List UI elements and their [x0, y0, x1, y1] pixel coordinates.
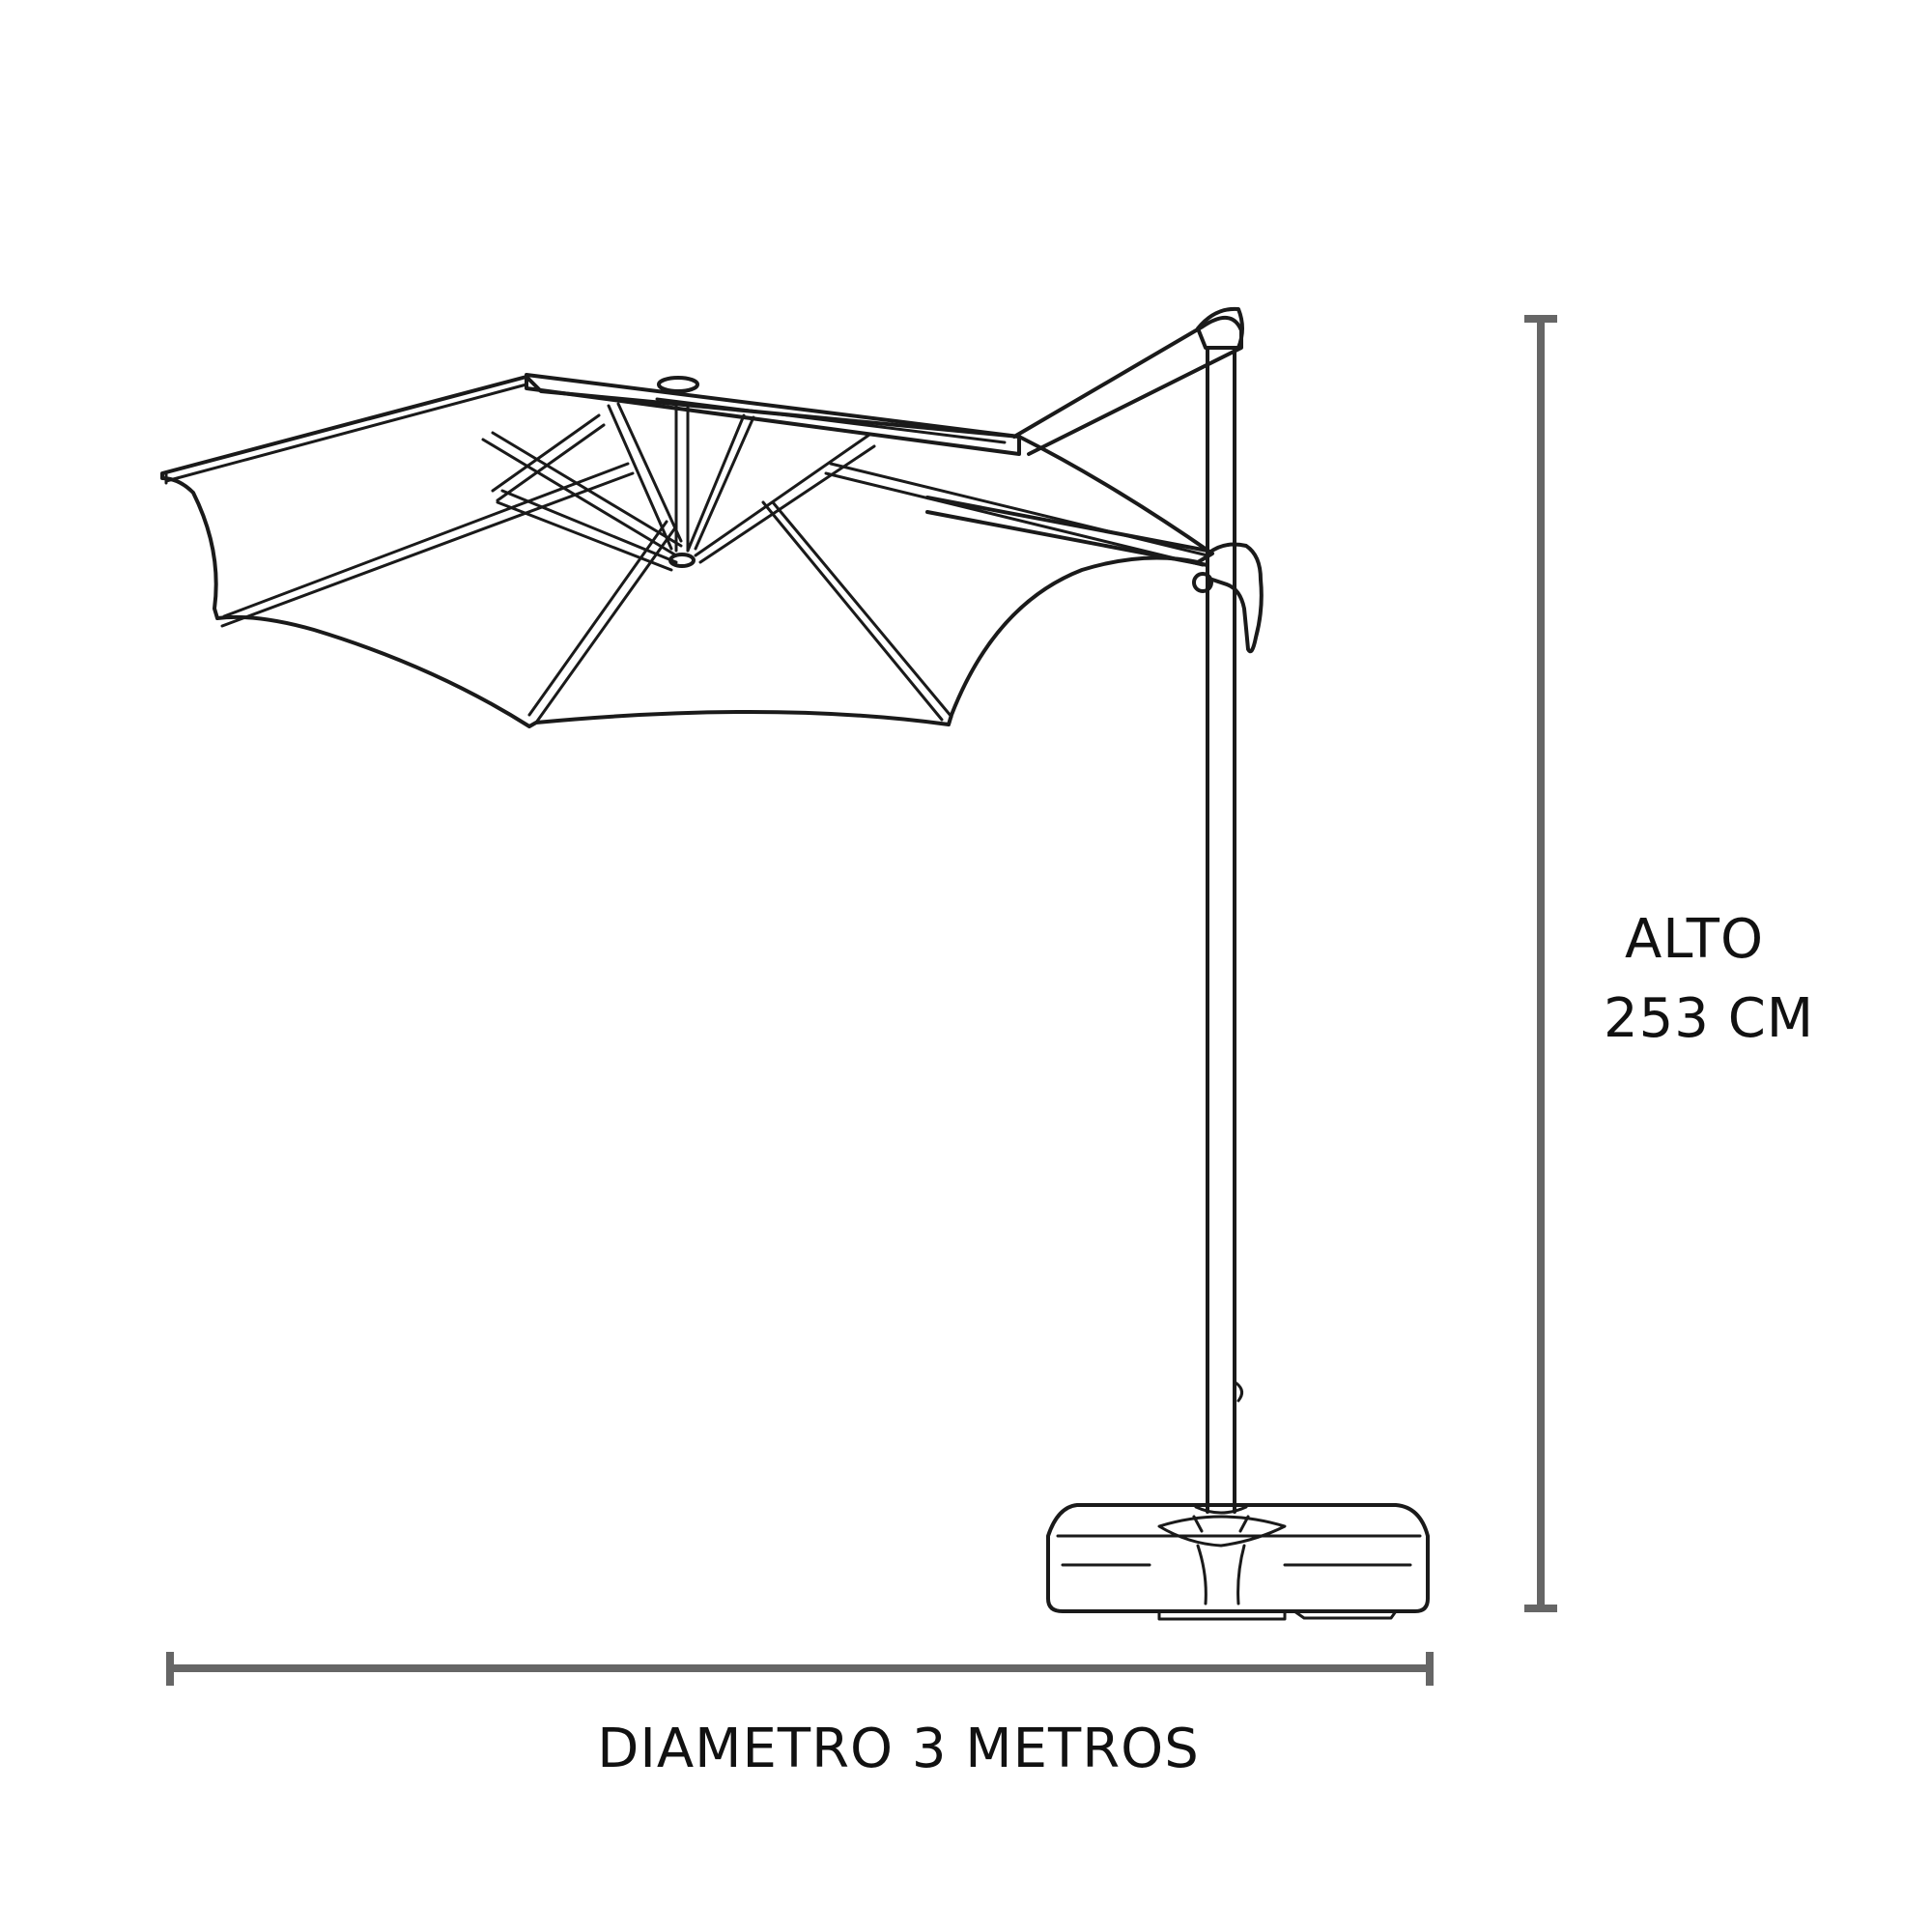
- top-rib-inner: [655, 397, 1007, 444]
- pole-cap: [1196, 306, 1244, 350]
- top-rib: [525, 373, 1021, 456]
- pole: [1206, 346, 1236, 1514]
- diameter-label: DIAMETRO 3 METROS: [597, 1718, 1200, 1780]
- tilt-handle: [1208, 542, 1264, 654]
- handle-knob: [1192, 572, 1213, 593]
- width-dimension-line: [166, 1652, 1434, 1686]
- height-dimension-line: [1524, 315, 1557, 1612]
- pole-detail: [1235, 1381, 1243, 1403]
- pole-base-collar: [1192, 1505, 1250, 1533]
- canopy-stretchers: [481, 402, 876, 572]
- height-label: ALTO: [1625, 908, 1765, 971]
- canopy-hub-top: [657, 376, 699, 393]
- weighted-base: [1046, 1503, 1430, 1621]
- canopy-front-edge: [164, 383, 528, 485]
- height-value: 253 CM: [1604, 987, 1815, 1050]
- lower-strut: [925, 496, 1209, 567]
- canopy-ribs: [220, 413, 1209, 724]
